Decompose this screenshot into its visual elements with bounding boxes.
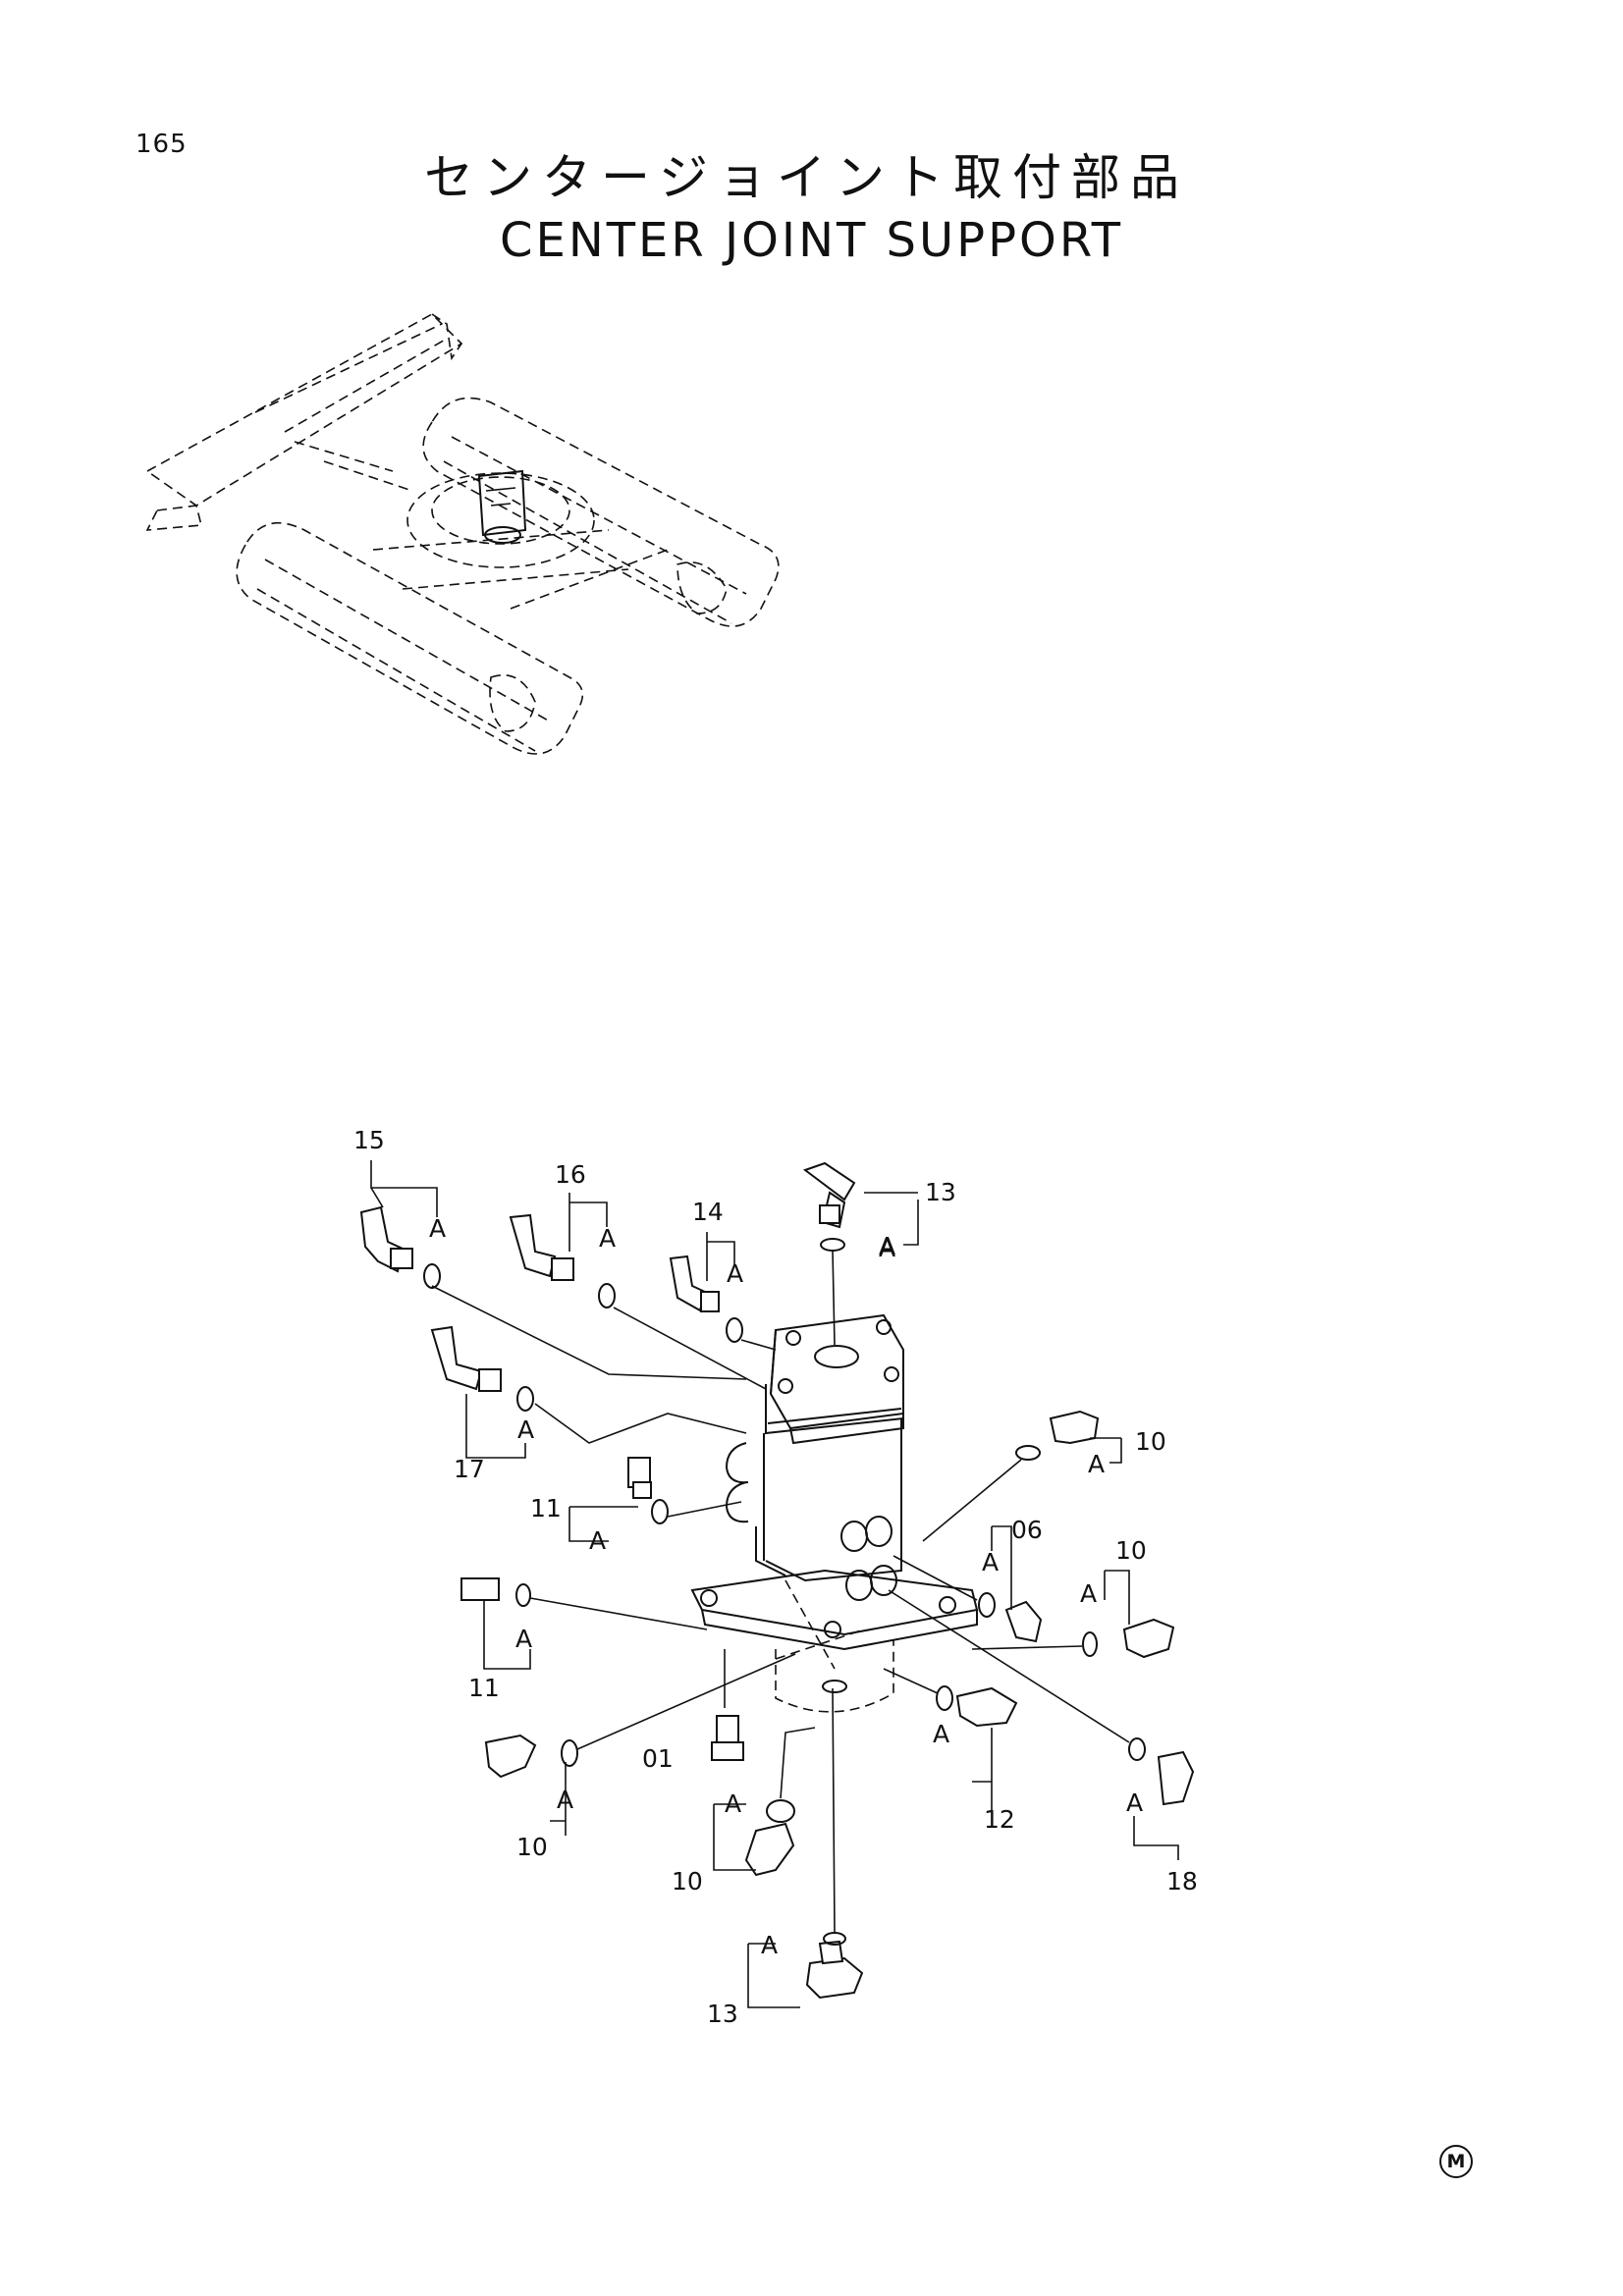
callout-numbers: 15 16 14 13 17 11 10 06 10 11 01 12 10 1… bbox=[353, 1126, 1198, 2028]
callout-18: 18 bbox=[1166, 1867, 1198, 1896]
callout-10-lower-left: 10 bbox=[516, 1833, 548, 1861]
center-joint-body bbox=[690, 1313, 979, 1713]
title-english: CENTER JOINT SUPPORT bbox=[499, 213, 1124, 268]
sub-label-a: A bbox=[429, 1214, 446, 1243]
sub-label-a: A bbox=[761, 1931, 778, 1959]
title-japanese: センタージョイント取付部品 bbox=[424, 149, 1189, 206]
callout-12: 12 bbox=[984, 1805, 1015, 1834]
sub-label-a: A bbox=[879, 1234, 895, 1262]
callout-13-bottom: 13 bbox=[707, 2000, 738, 2028]
callout-10-lower-center: 10 bbox=[672, 1867, 703, 1896]
sub-labels: A A A A A A A A A A A A A A A A bbox=[429, 1214, 1143, 1959]
page-number: 165 bbox=[135, 130, 188, 159]
sub-label-a: A bbox=[589, 1526, 606, 1555]
sub-label-a: A bbox=[727, 1259, 743, 1288]
fittings bbox=[359, 1161, 1195, 2000]
sub-label-a: A bbox=[557, 1786, 573, 1814]
title-block: センタージョイント取付部品 CENTER JOINT SUPPORT bbox=[0, 147, 1623, 269]
page-mark: M bbox=[1439, 2145, 1473, 2178]
sub-label-a: A bbox=[982, 1548, 999, 1576]
callout-10-right: 10 bbox=[1115, 1536, 1147, 1565]
undercarriage-overview-illustration bbox=[145, 313, 780, 755]
sub-label-a: A bbox=[725, 1789, 741, 1818]
callout-15: 15 bbox=[353, 1126, 385, 1154]
callout-14: 14 bbox=[692, 1198, 724, 1226]
callout-17: 17 bbox=[454, 1455, 485, 1483]
sub-label-a: A bbox=[1080, 1579, 1097, 1608]
sub-label-a: A bbox=[599, 1224, 616, 1253]
sub-label-a: A bbox=[1088, 1450, 1105, 1478]
callout-brackets bbox=[370, 1160, 1179, 2008]
leader-lines bbox=[431, 1250, 1130, 1933]
sub-label-a: A bbox=[517, 1415, 534, 1444]
sub-label-a: A bbox=[879, 1232, 895, 1260]
callout-11-left: 11 bbox=[468, 1674, 500, 1702]
sub-label-a: A bbox=[515, 1625, 532, 1653]
sub-label-a: A bbox=[1126, 1789, 1143, 1817]
callout-06: 06 bbox=[1011, 1516, 1043, 1544]
callout-11-upper: 11 bbox=[530, 1494, 562, 1522]
sub-label-a: A bbox=[933, 1720, 949, 1748]
o-rings bbox=[423, 1238, 1146, 1946]
callout-16: 16 bbox=[555, 1160, 586, 1189]
callout-13-top: 13 bbox=[925, 1178, 956, 1206]
callout-01: 01 bbox=[642, 1744, 674, 1773]
callout-10-upper-right: 10 bbox=[1135, 1427, 1166, 1456]
